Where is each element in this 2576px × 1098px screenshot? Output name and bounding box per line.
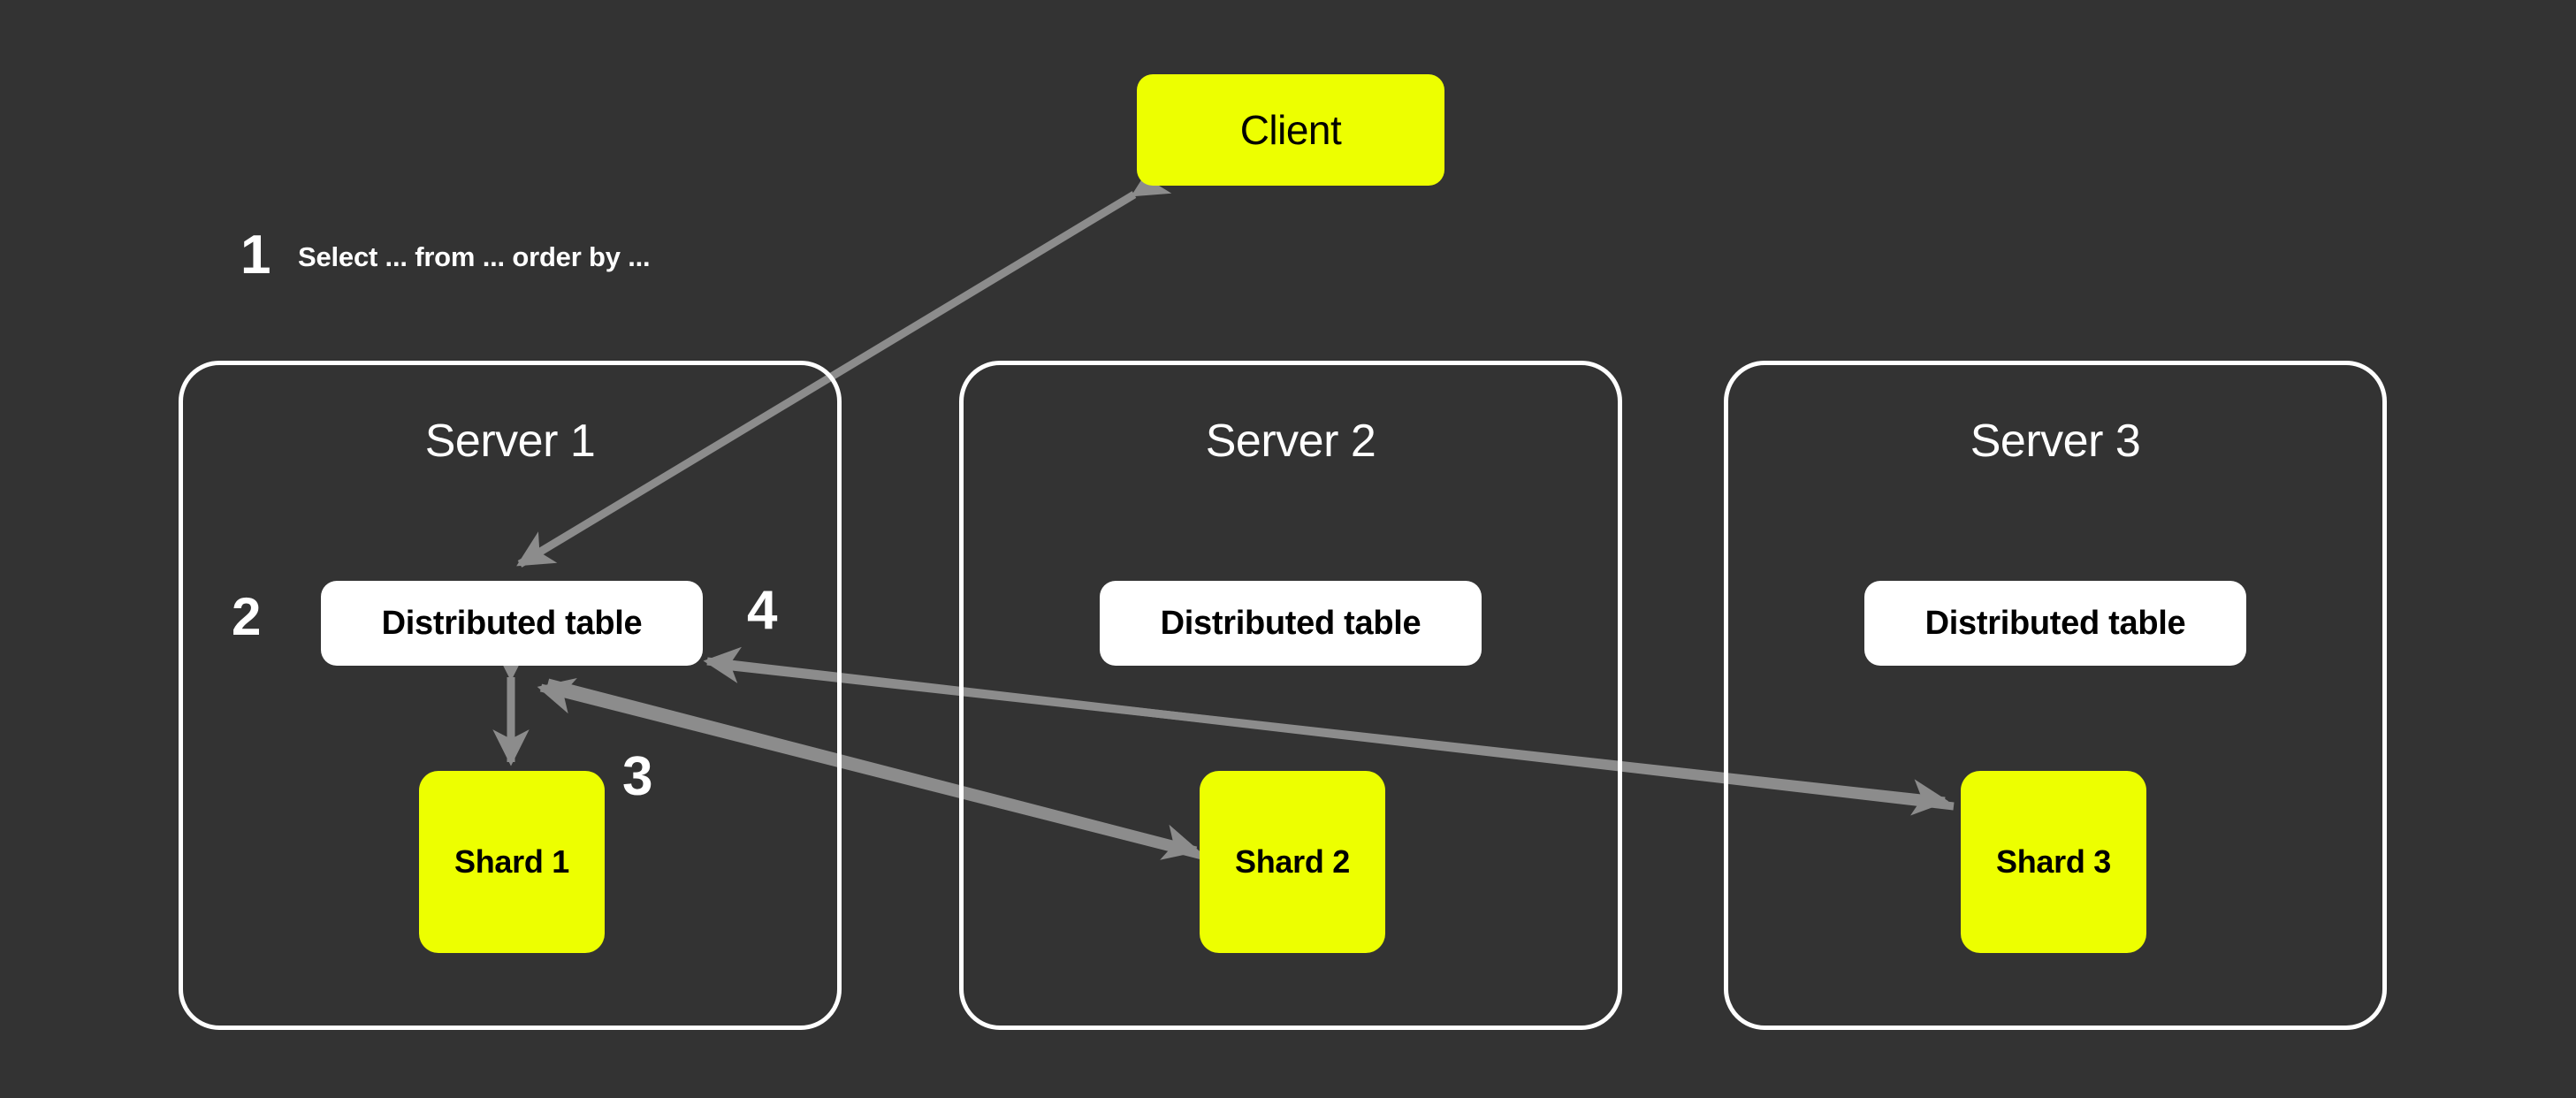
client-box[interactable]: Client [1137, 74, 1444, 186]
distributed-table-1[interactable]: Distributed table [321, 581, 703, 666]
distributed-table-label-3: Distributed table [1924, 604, 2186, 642]
distributed-table-2[interactable]: Distributed table [1100, 581, 1482, 666]
step-number-2: 2 [232, 587, 262, 646]
server-title-2: Server 2 [1205, 416, 1376, 467]
server-box-1: Server 1 [179, 361, 842, 1030]
shard-box-3[interactable]: Shard 3 [1961, 771, 2146, 953]
shard-label-2: Shard 2 [1235, 843, 1350, 880]
distributed-table-label-2: Distributed table [1160, 604, 1421, 642]
step-number-4: 4 [747, 580, 778, 641]
shard-box-1[interactable]: Shard 1 [419, 771, 605, 953]
server-box-3: Server 3 [1724, 361, 2387, 1030]
shard-label-1: Shard 1 [454, 843, 569, 880]
server-title-1: Server 1 [424, 416, 596, 467]
server-title-3: Server 3 [1970, 416, 2141, 467]
distributed-table-label-1: Distributed table [381, 604, 643, 642]
query-label: Select ... from ... order by ... [298, 241, 651, 272]
distributed-table-3[interactable]: Distributed table [1864, 581, 2246, 666]
step-number-3: 3 [622, 746, 653, 807]
server-box-2: Server 2 [959, 361, 1622, 1030]
client-label: Client [1239, 107, 1342, 153]
shard-label-3: Shard 3 [1996, 843, 2111, 880]
step-number-1: 1 [240, 225, 271, 286]
shard-box-2[interactable]: Shard 2 [1200, 771, 1385, 953]
